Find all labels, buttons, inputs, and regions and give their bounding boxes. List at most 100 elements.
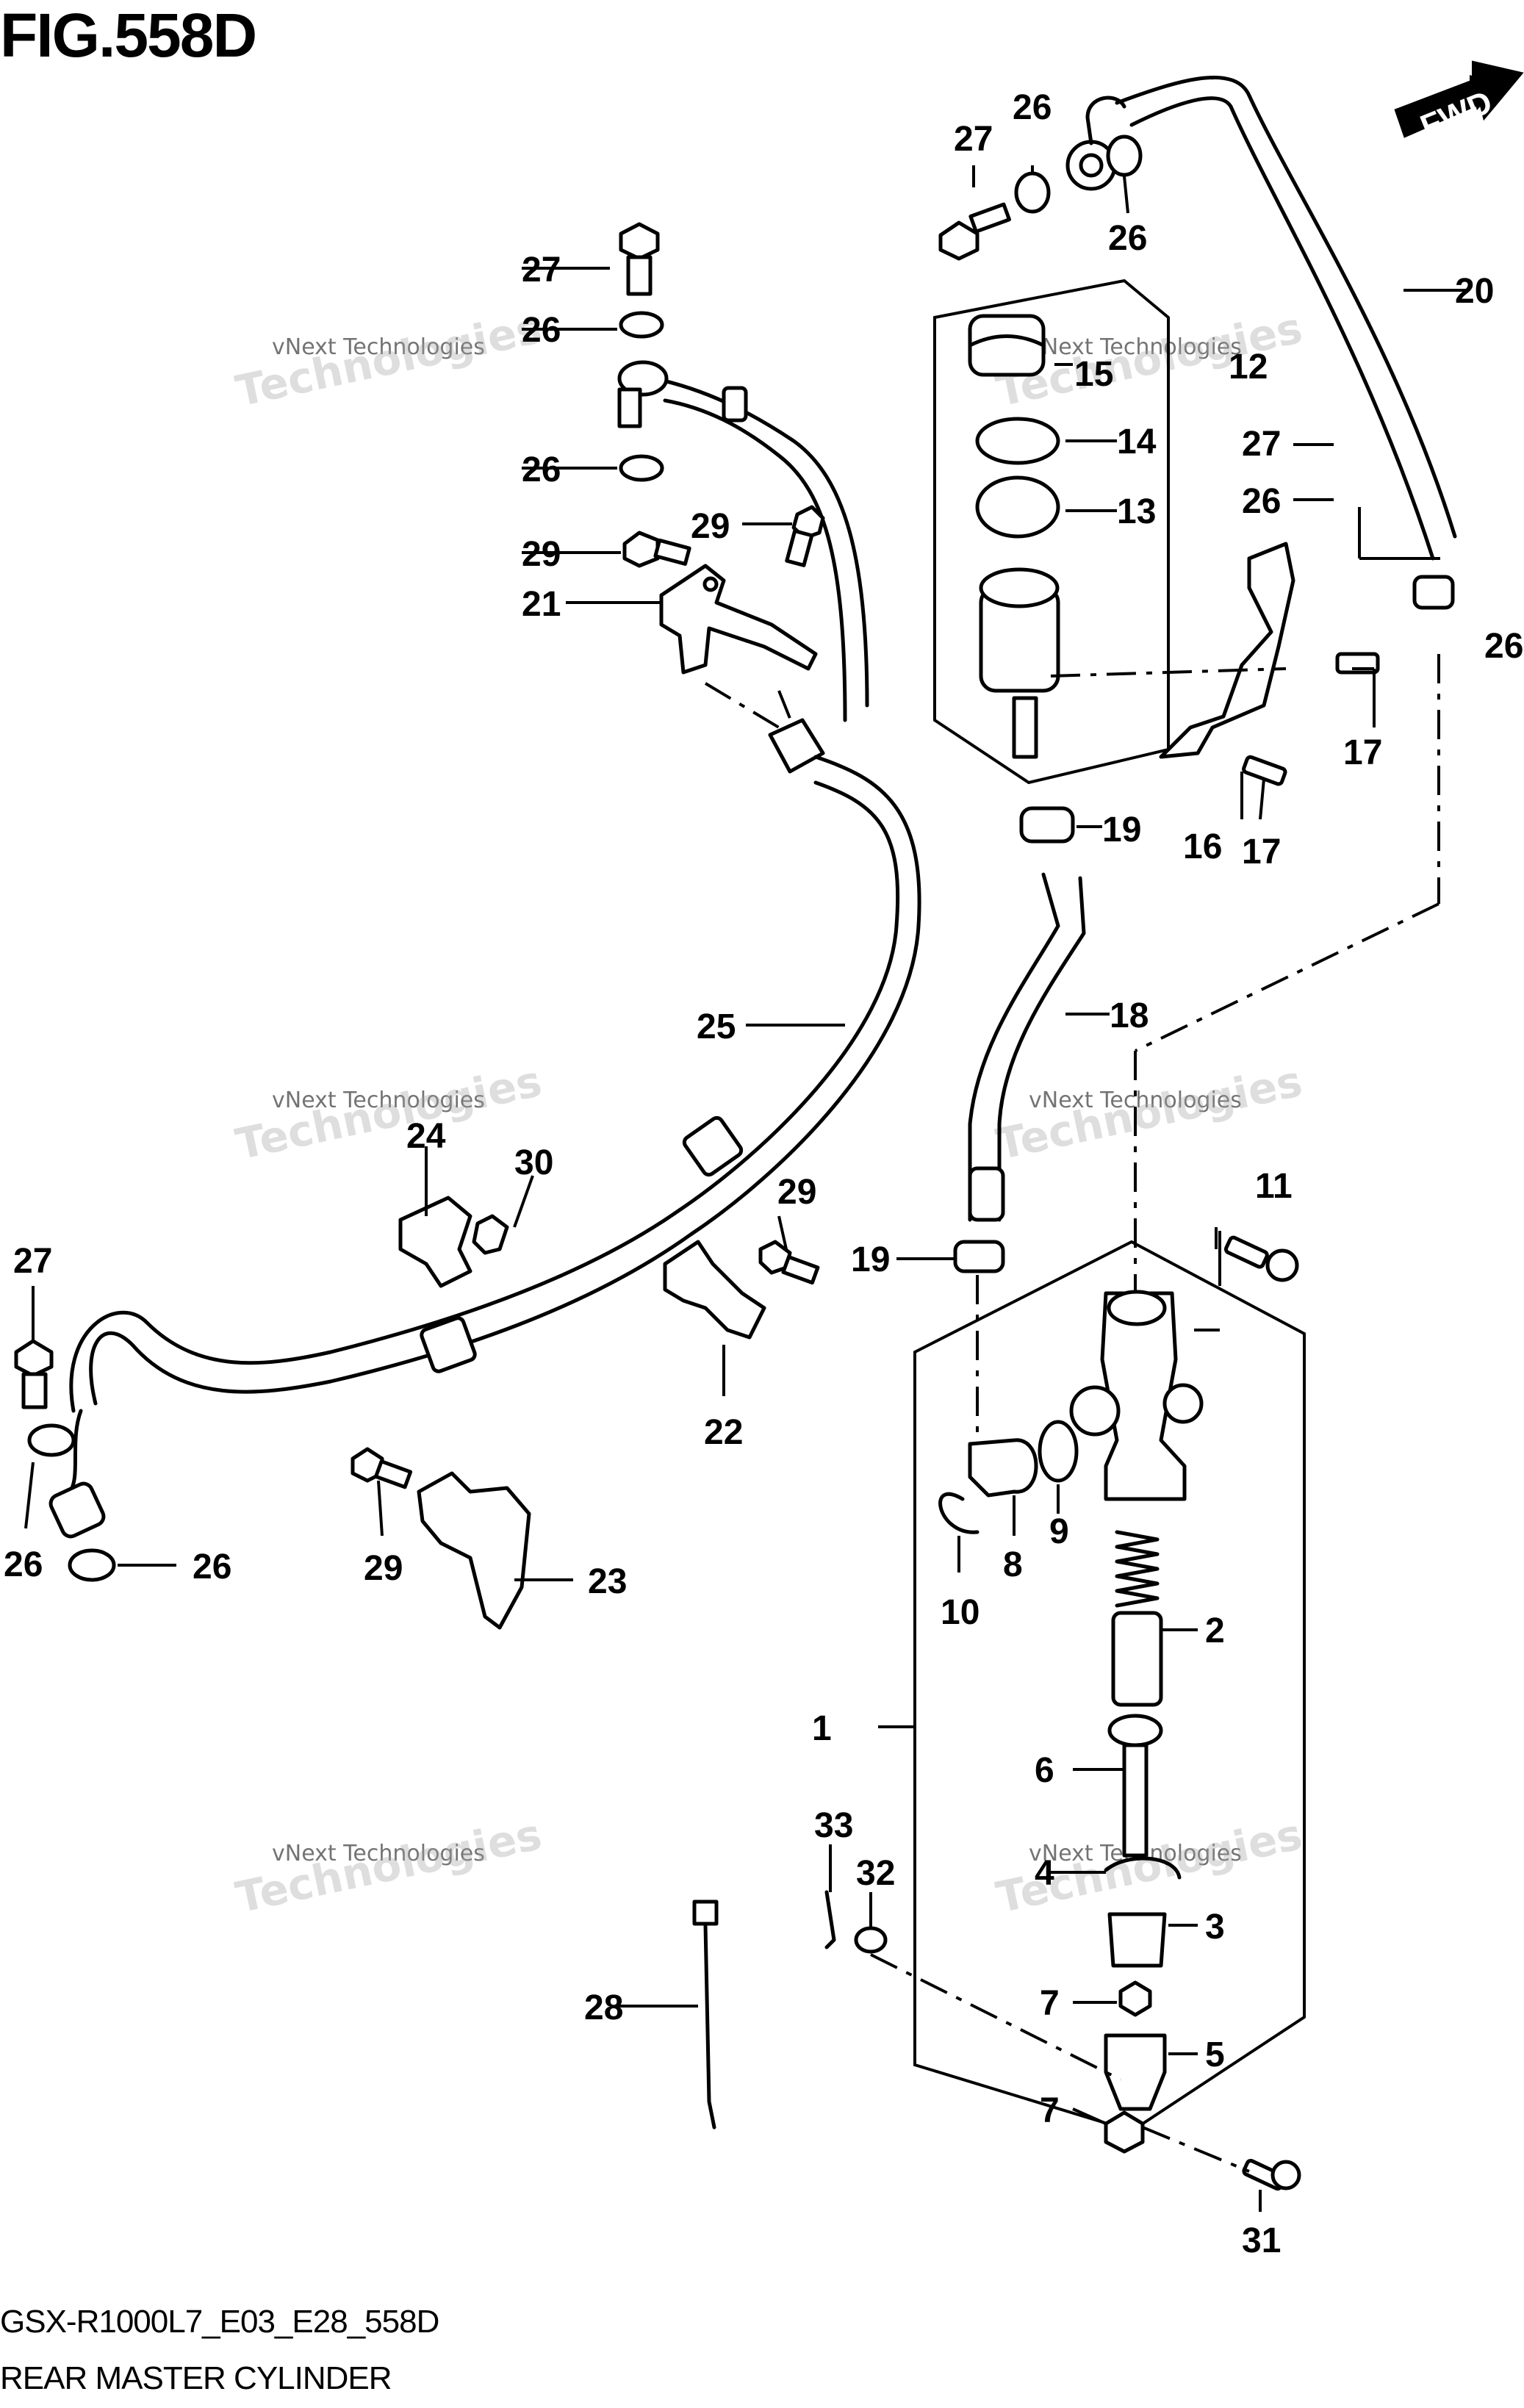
master-cylinder-port — [1069, 1385, 1121, 1437]
bracket-22 — [663, 1240, 766, 1340]
boot-3 — [1107, 1912, 1167, 1968]
washer-26b — [1106, 134, 1143, 177]
callout-32: 32 — [856, 1854, 895, 1893]
callout-20: 20 — [1455, 272, 1494, 311]
hose-20-fitting — [1412, 575, 1455, 610]
master-cylinder-mount — [1162, 1383, 1204, 1424]
screw-11 — [1223, 1235, 1299, 1282]
connector-8 — [968, 1438, 1038, 1498]
pushrod-6 — [1122, 1743, 1149, 1858]
callout-17: 17 — [1343, 733, 1382, 772]
master-cylinder-inlet — [1107, 1290, 1167, 1326]
callout-29: 29 — [364, 1549, 403, 1588]
callout-29: 29 — [691, 507, 730, 546]
hose-25 — [89, 755, 921, 1406]
watermark: vNext Technologies — [272, 334, 485, 360]
o-ring-9 — [1038, 1420, 1079, 1483]
banjo-fitting-hole — [1079, 153, 1104, 178]
callout-16: 16 — [1183, 827, 1222, 866]
callout-26: 26 — [522, 311, 561, 350]
hose-upper-neck — [617, 387, 642, 428]
diaphragm-plate-14 — [975, 417, 1060, 465]
callout-11: 11 — [1255, 1167, 1293, 1206]
callout-22: 22 — [704, 1413, 743, 1452]
callout-26: 26 — [1242, 482, 1281, 521]
bracket-21-hole — [702, 576, 719, 592]
callout-31: 31 — [1242, 2221, 1281, 2260]
callout-21: 21 — [522, 585, 561, 624]
bolt-27-left — [619, 222, 660, 296]
callout-15: 15 — [1074, 355, 1113, 394]
banjo-neck — [1085, 96, 1126, 145]
model-code: GSX-R1000L7_E03_E28_558D — [0, 2304, 439, 2340]
callout-3: 3 — [1205, 1908, 1225, 1947]
leader-lines — [24, 165, 1466, 2212]
hose-18-end — [968, 1166, 1005, 1222]
hose-25-banjo — [48, 1481, 106, 1539]
bolt-30 — [472, 1214, 509, 1255]
callout-33: 33 — [814, 1806, 853, 1845]
bolt-27-lower-left — [14, 1339, 54, 1409]
bolt-29c — [758, 1240, 820, 1285]
callout-27: 27 — [13, 1242, 52, 1281]
reservoir-cap — [968, 314, 1046, 377]
callout-25: 25 — [697, 1007, 736, 1046]
hose-clamp — [768, 718, 825, 774]
watermark: vNext Technologies — [1029, 334, 1242, 360]
callout-29: 29 — [777, 1173, 816, 1212]
reservoir-rim — [979, 567, 1060, 608]
callout-5: 5 — [1205, 2035, 1225, 2074]
washer-26-left — [619, 311, 664, 339]
bolt-27-top — [938, 202, 1011, 261]
hose-25-grommet2 — [420, 1316, 477, 1373]
watermark: vNext Technologies — [272, 1088, 485, 1113]
washer-32 — [854, 1926, 888, 1954]
hose-20 — [1115, 75, 1457, 539]
callout-23: 23 — [588, 1562, 627, 1601]
washer-26-left2 — [619, 454, 664, 482]
cable-tie-28 — [692, 1900, 719, 2130]
watermark-text: vNext Technologies — [272, 1841, 485, 1866]
hose-upper-sleeve — [722, 386, 748, 423]
washer-26-lower-left — [27, 1423, 76, 1457]
hose-upper-banjo — [617, 360, 669, 397]
hose-25-grommet — [682, 1115, 744, 1177]
clamp-19-top — [1019, 806, 1075, 844]
callout-1: 1 — [812, 1709, 832, 1748]
hose-20-inner — [1129, 96, 1435, 561]
watermark-text: vNext Technologies — [272, 334, 485, 360]
clamp-19-bottom — [953, 1240, 1005, 1273]
callout-7: 7 — [1040, 2091, 1060, 2130]
callout-19: 19 — [1102, 811, 1141, 849]
washer-26-lower — [68, 1548, 116, 1582]
clevis-pin-31 — [1242, 2158, 1301, 2191]
callout-26: 26 — [4, 1545, 43, 1584]
bracket-24 — [398, 1196, 472, 1288]
reservoir-cap-top — [968, 334, 1046, 348]
bolt-29d — [351, 1447, 413, 1489]
diagram-caption: REAR MASTER CYLINDER — [0, 2360, 392, 2396]
callout-27: 27 — [522, 251, 561, 290]
diaphragm-13 — [975, 475, 1060, 539]
callout-12: 12 — [1229, 348, 1268, 387]
callout-26: 26 — [1108, 219, 1147, 258]
hose-18 — [968, 872, 1060, 1222]
callout-10: 10 — [941, 1593, 980, 1632]
cotter-pin-33 — [824, 1890, 836, 1949]
washer-26a — [1014, 171, 1051, 214]
callout-26: 26 — [522, 450, 561, 489]
bolt-29b — [785, 505, 825, 567]
callout-24: 24 — [406, 1117, 446, 1156]
circlip-4 — [1104, 1856, 1182, 1880]
hose-25-inner — [69, 780, 900, 1413]
callout-30: 30 — [514, 1143, 553, 1182]
piston-2 — [1111, 1611, 1163, 1707]
bracket-23 — [417, 1471, 531, 1630]
bracket-21 — [659, 564, 818, 675]
spring — [1115, 1530, 1160, 1608]
watermark-text: vNext Technologies — [272, 1088, 485, 1113]
nut-7-upper — [1118, 1980, 1152, 2017]
watermark: vNext Technologies — [272, 1841, 485, 1866]
callout-27: 27 — [954, 120, 993, 159]
